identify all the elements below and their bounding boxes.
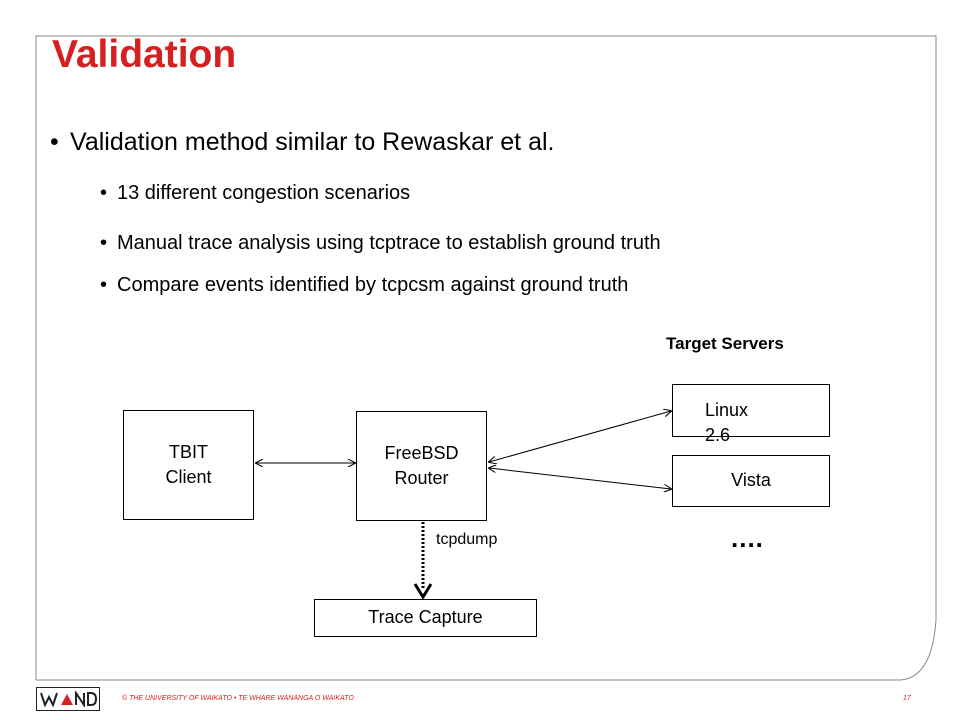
more-servers-ellipsis: .... bbox=[731, 523, 764, 553]
bullet-text: Validation method similar to Rewaskar et… bbox=[70, 128, 555, 156]
bullet-text: Manual trace analysis using tcptrace to … bbox=[117, 232, 661, 254]
slide-title: Validation bbox=[52, 33, 237, 76]
bullet-dot: • bbox=[100, 182, 108, 204]
page-number: 17 bbox=[903, 695, 911, 702]
target-servers-label: Target Servers bbox=[666, 334, 784, 353]
bullet-dot: • bbox=[100, 274, 108, 296]
footer-text: © THE UNIVERSITY OF WAIKATO • TE WHARE W… bbox=[122, 695, 354, 702]
arrow-freebsd-linux bbox=[489, 411, 671, 462]
bullet-text: Compare events identified by tcpcsm agai… bbox=[117, 274, 629, 296]
tcpdump-label: tcpdump bbox=[436, 531, 498, 548]
linux-server-label: Linux 2.6 bbox=[705, 400, 749, 446]
tcpdump-arrow-head bbox=[413, 583, 433, 600]
bullet-dot: • bbox=[100, 232, 108, 254]
vista-server-label: Vista bbox=[731, 470, 771, 491]
tbit-client-box: TBIT Client bbox=[123, 410, 254, 520]
vista-server-box: Vista bbox=[672, 455, 830, 507]
linux-server-box: Linux 2.6 bbox=[672, 384, 830, 445]
trace-capture-label: Trace Capture bbox=[368, 607, 483, 628]
wand-logo bbox=[36, 687, 100, 711]
freebsd-router-box: FreeBSD Router bbox=[356, 411, 487, 521]
bullet-dot: • bbox=[50, 128, 59, 156]
bullet-text: 13 different congestion scenarios bbox=[117, 182, 411, 204]
trace-capture-box: Trace Capture bbox=[314, 599, 537, 637]
freebsd-router-label: FreeBSD Router bbox=[384, 442, 459, 488]
arrow-freebsd-vista bbox=[489, 468, 671, 489]
wand-logo-icon bbox=[40, 691, 97, 707]
frame-border bbox=[35, 35, 937, 681]
tbit-client-label: TBIT Client bbox=[165, 441, 212, 487]
